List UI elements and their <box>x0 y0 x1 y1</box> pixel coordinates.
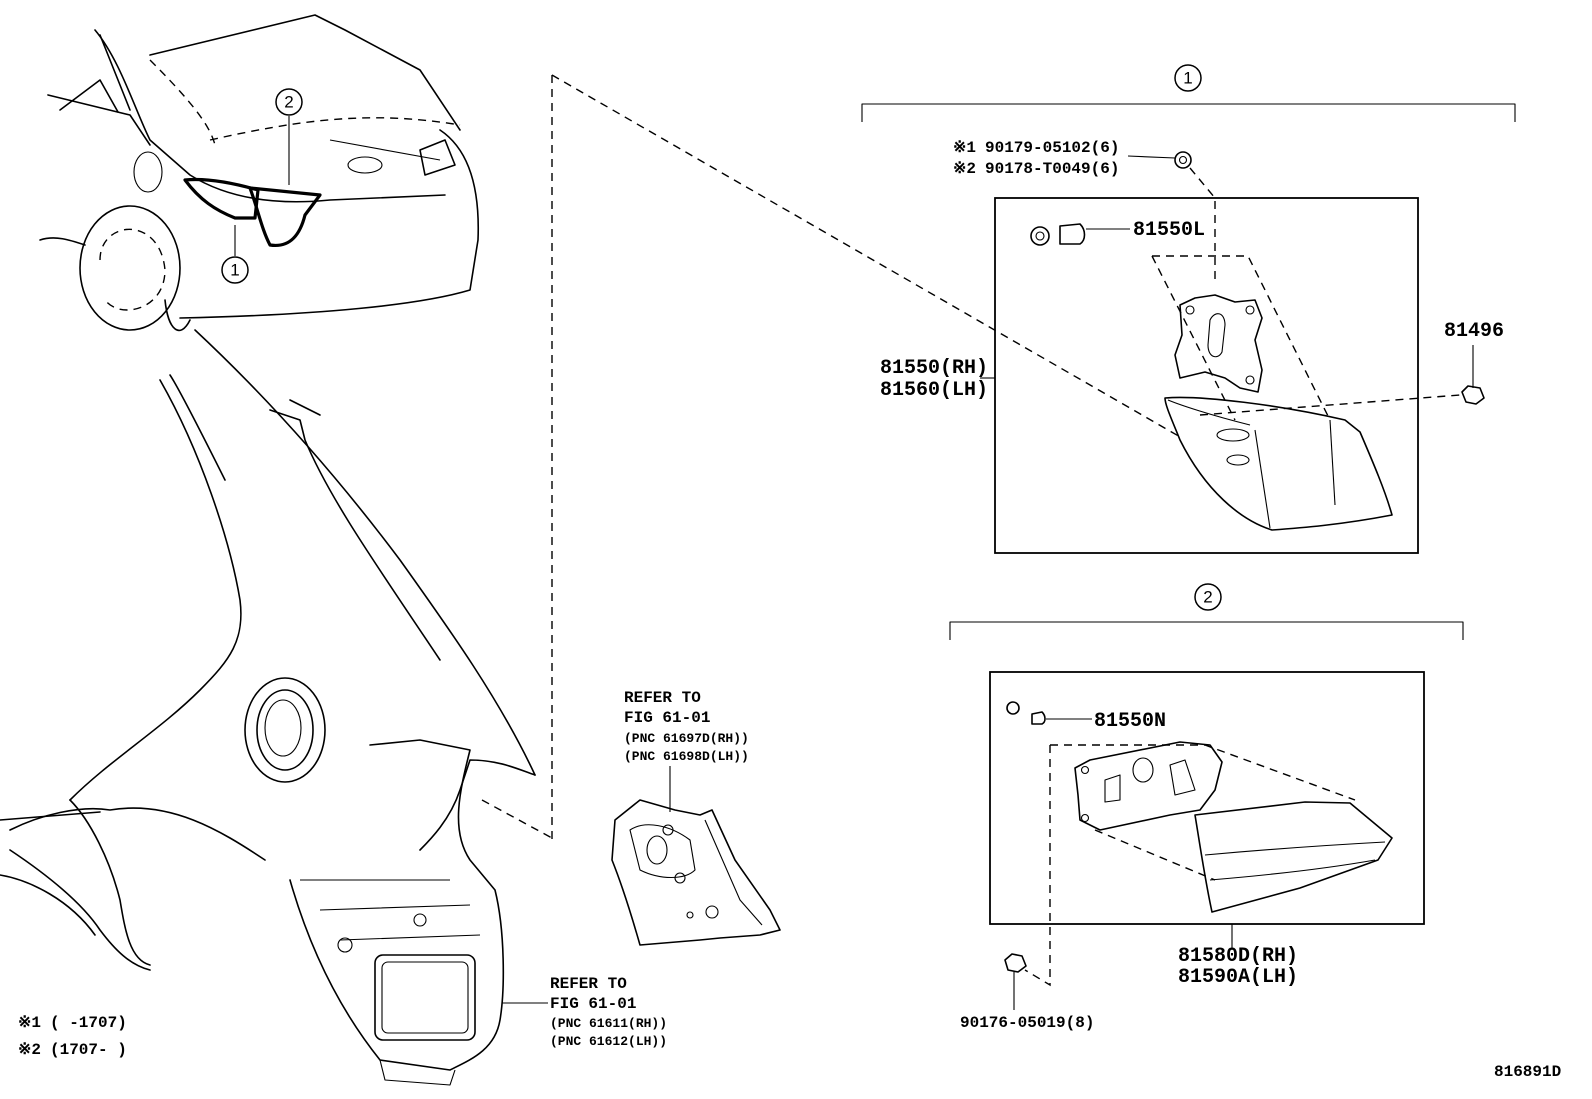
note-1-symbol: ※1 <box>18 1014 41 1032</box>
nut-90176-group: 90176-05019(8) <box>960 953 1094 1032</box>
refer-fig-lower: REFER TO FIG 61-01 (PNC 61611(RH)) (PNC … <box>502 975 667 1049</box>
lamp-gasket-illustration <box>1151 255 1331 421</box>
svg-text:(PNC 61611(RH)): (PNC 61611(RH)) <box>550 1016 667 1031</box>
bulb-icon <box>1006 701 1020 715</box>
socket-81550L-label: 81550L <box>1133 219 1205 242</box>
clip-icon <box>1461 385 1485 405</box>
lamp-81580D-label-group: 81580D(RH) 81590A(LH) <box>1178 924 1298 989</box>
lamp-81550-label-group: 81550(RH) 81560(LH) <box>880 357 995 402</box>
svg-text:FIG 61-01: FIG 61-01 <box>624 709 710 727</box>
callout-1-top: 1 <box>221 256 249 284</box>
inner-lamp-gasket-illustration <box>1024 741 1356 987</box>
group-2-box <box>989 671 1425 925</box>
svg-text:(PNC 61698D(LH)): (PNC 61698D(LH)) <box>624 749 749 764</box>
callout-2-top: 2 <box>275 88 303 116</box>
washer-label-group: ※1 90179-05102(6) ※2 90178-T0049(6) <box>953 139 1216 285</box>
lamp-lh-part-number: 81560(LH) <box>880 379 988 402</box>
socket-81550N-group: 81550N <box>1006 701 1166 733</box>
rear-combination-lamp-illustration <box>1164 394 1461 531</box>
svg-text:(PNC 61697D(RH)): (PNC 61697D(RH)) <box>624 731 749 746</box>
refer-fig-upper: REFER TO FIG 61-01 (PNC 61697D(RH)) (PNC… <box>624 689 749 812</box>
inner-lamp-rh-part-number: 81580D(RH) <box>1178 945 1298 968</box>
group-1-box <box>994 197 1419 554</box>
group-2-bracket: 2 <box>949 583 1464 640</box>
washer-2-symbol: ※2 <box>953 160 976 178</box>
group-1-bracket: 1 <box>861 64 1516 122</box>
socket-icon <box>1031 711 1046 725</box>
bulb-icon <box>1030 226 1050 246</box>
nut-icon <box>1004 953 1027 973</box>
inner-lamp-lh-part-number: 81590A(LH) <box>1178 966 1298 989</box>
svg-text:(PNC 61612(LH)): (PNC 61612(LH)) <box>550 1034 667 1049</box>
figure-id: 816891D <box>1494 1063 1561 1081</box>
socket-81550L-group: 81550L <box>1030 219 1205 246</box>
clip-81496-label: 81496 <box>1444 320 1504 343</box>
nut-part-number: 90176-05019(8) <box>960 1014 1094 1032</box>
zoom-guide-lines <box>551 74 1183 840</box>
note-2-symbol: ※2 <box>18 1041 41 1059</box>
clip-81496-group: 81496 <box>1444 320 1504 405</box>
svg-text:1: 1 <box>1183 69 1192 88</box>
svg-text:REFER TO: REFER TO <box>624 689 701 707</box>
note-1-text: ( -1707) <box>50 1014 127 1032</box>
socket-icon <box>1059 223 1086 245</box>
car-rear-illustration <box>39 14 480 332</box>
inner-rear-lamp-illustration <box>1194 801 1393 913</box>
extension-panel-illustration <box>611 799 781 946</box>
svg-text:2: 2 <box>284 93 293 112</box>
svg-text:REFER TO: REFER TO <box>550 975 627 993</box>
washer-2-part-number: 90178-T0049(6) <box>985 160 1119 178</box>
svg-text:2: 2 <box>1203 588 1212 607</box>
washer-icon <box>1174 151 1192 169</box>
svg-text:1: 1 <box>230 261 239 280</box>
note-2-text: (1707- ) <box>50 1041 127 1059</box>
svg-text:FIG 61-01: FIG 61-01 <box>550 995 636 1013</box>
washer-1-part-number: 90179-05102(6) <box>985 139 1119 157</box>
socket-81550N-label: 81550N <box>1094 710 1166 733</box>
washer-1-symbol: ※1 <box>953 139 976 157</box>
footnotes: ※1 ( -1707) ※2 (1707- ) <box>18 1014 127 1059</box>
lamp-rh-part-number: 81550(RH) <box>880 357 988 380</box>
quarter-panel-illustration <box>0 329 553 1086</box>
